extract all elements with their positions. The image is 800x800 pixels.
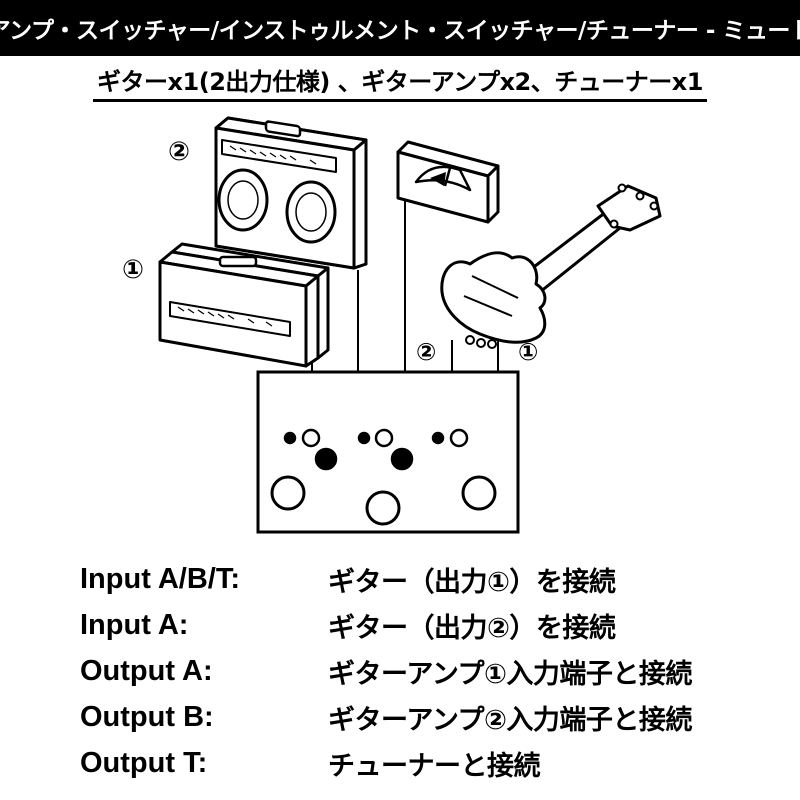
legend-key: Input A/B/T: bbox=[80, 562, 240, 595]
legend-key: Input A: bbox=[80, 608, 189, 641]
amp1-marker: ① bbox=[122, 255, 144, 285]
guitar-out1-marker: ① bbox=[518, 338, 538, 366]
legend-row: Output B: ギターアンプ②入力端子と接続 bbox=[80, 694, 780, 740]
legend-row: Output T: チューナーと接続 bbox=[80, 740, 780, 786]
subtitle-wrap: ギターx1(2出力仕様) 、ギターアンプx2、チューナーx1 bbox=[0, 62, 800, 102]
combo-amp-icon bbox=[214, 116, 368, 270]
legend-row: Output A: ギターアンプ①入力端子と接続 bbox=[80, 648, 780, 694]
amp-head-icon bbox=[158, 242, 330, 368]
legend-value: ギターアンプ①入力端子と接続 bbox=[328, 658, 692, 690]
subtitle: ギターx1(2出力仕様) 、ギターアンプx2、チューナーx1 bbox=[93, 62, 707, 102]
footswitch-b bbox=[365, 490, 401, 526]
connection-diagram: ② ① bbox=[122, 116, 662, 534]
footswitch-box-icon bbox=[256, 370, 520, 534]
legend-row: Input A: ギター（出力②）を接続 bbox=[80, 602, 780, 648]
legend-key: Output B: bbox=[80, 700, 214, 733]
legend-value: ギター（出力②）を接続 bbox=[328, 612, 616, 644]
led-group-b bbox=[357, 428, 414, 471]
footswitch-a bbox=[270, 475, 306, 511]
led-group-a bbox=[283, 428, 338, 471]
legend-value: ギターアンプ②入力端子と接続 bbox=[328, 704, 692, 736]
amp2-marker: ② bbox=[168, 137, 190, 167]
guitar-out2-marker: ② bbox=[416, 338, 436, 366]
title-bar: アンプ・スイッチャー/インストゥルメント・スイッチャー/チューナー - ミュート bbox=[0, 0, 800, 56]
legend-value: チューナーと接続 bbox=[328, 750, 541, 782]
page-title: アンプ・スイッチャー/インストゥルメント・スイッチャー/チューナー - ミュート bbox=[0, 18, 800, 44]
legend-key: Output T: bbox=[80, 746, 208, 779]
legend-row: Input A/B/T: ギター（出力①）を接続 bbox=[80, 556, 780, 602]
tuner-icon bbox=[396, 140, 500, 224]
cables bbox=[311, 200, 499, 372]
guitar-icon bbox=[440, 183, 662, 349]
connection-legend: Input A/B/T: ギター（出力①）を接続 Input A: ギター（出力… bbox=[80, 556, 780, 786]
legend-key: Output A: bbox=[80, 654, 213, 687]
footswitch-t bbox=[461, 475, 497, 511]
led-group-t bbox=[431, 428, 469, 448]
legend-value: ギター（出力①）を接続 bbox=[328, 566, 616, 598]
